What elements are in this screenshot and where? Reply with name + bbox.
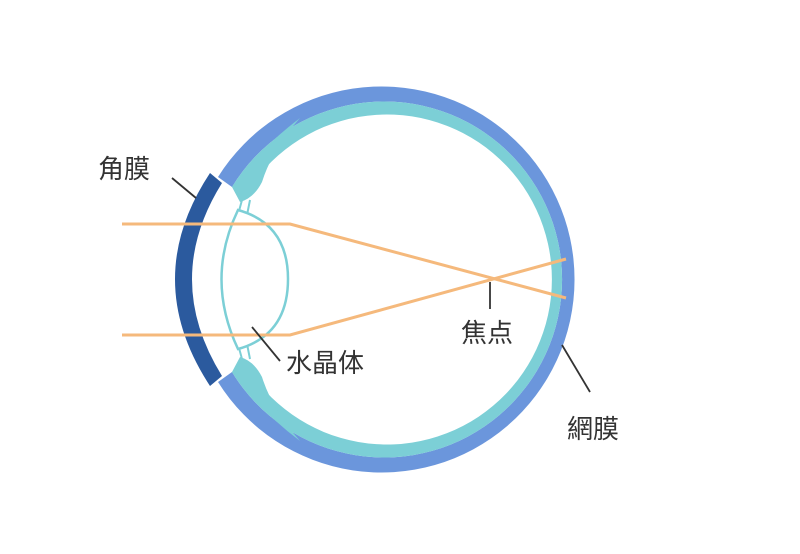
lens-leader-line [251, 326, 281, 362]
light-ray-upper [122, 222, 567, 300]
light-ray-lower [122, 257, 567, 337]
ciliary-body-upper [232, 118, 300, 202]
cornea-leader-line [171, 177, 197, 199]
retina-leader-line [561, 344, 591, 393]
cornea-label: 角膜 [98, 155, 150, 185]
retina-label: 網膜 [567, 415, 619, 445]
cornea [175, 173, 222, 386]
focal-point-label: 焦点 [461, 319, 513, 349]
lens [220, 208, 290, 351]
ciliary-body-lower [232, 357, 300, 441]
lens-label: 水晶体 [286, 349, 364, 379]
